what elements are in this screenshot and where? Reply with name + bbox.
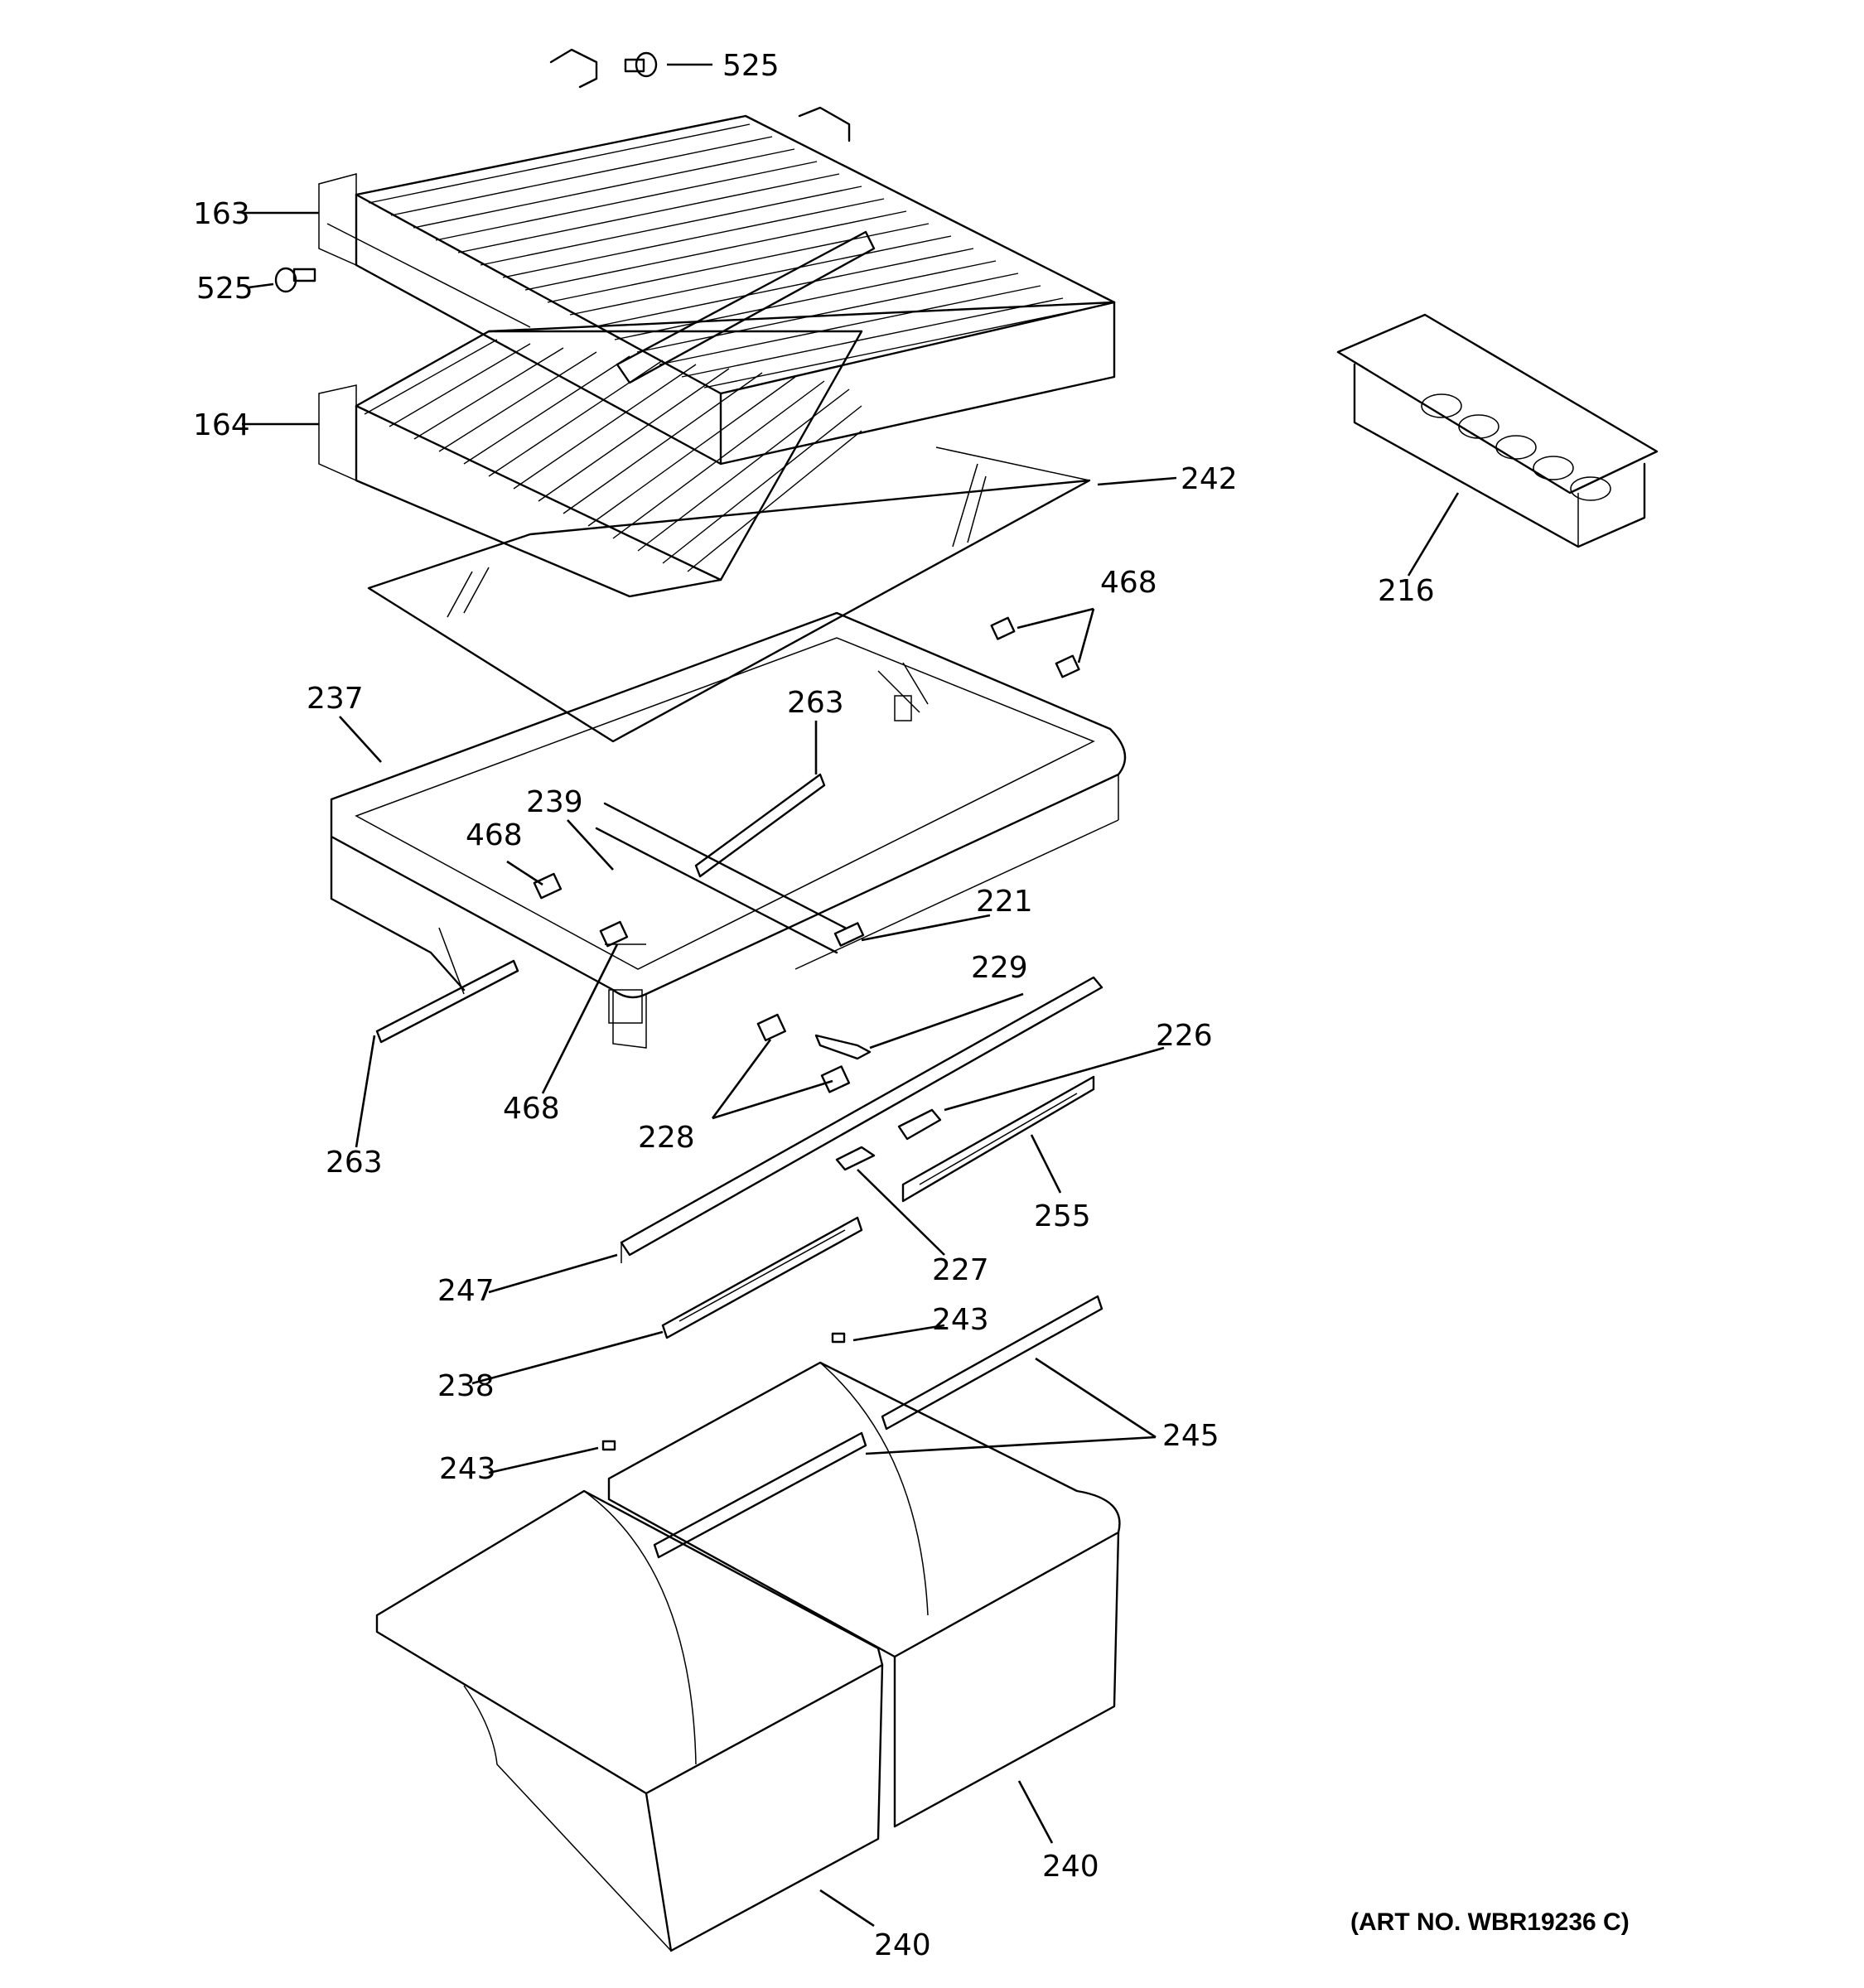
callout-468-top: 468 — [1100, 566, 1157, 600]
pad-part-243-a — [831, 1332, 846, 1344]
callout-243-lower: 243 — [439, 1452, 496, 1486]
clip-part-468-low — [599, 920, 629, 948]
callout-216: 216 — [1378, 574, 1435, 608]
bracket-part-228-b — [820, 1065, 851, 1093]
callout-238: 238 — [437, 1369, 495, 1403]
callout-228: 228 — [638, 1121, 695, 1155]
handle-part-226 — [897, 1108, 942, 1141]
callout-237: 237 — [307, 682, 364, 716]
screw-part-525-top — [624, 51, 658, 78]
callout-242: 242 — [1181, 462, 1238, 496]
slide-rail-part-lower — [375, 959, 519, 1044]
callout-226: 226 — [1156, 1019, 1213, 1053]
callout-221: 221 — [976, 885, 1033, 919]
leader-lines — [242, 63, 1460, 1928]
screw-part-525-left — [274, 267, 316, 293]
top-wire-shelf-part — [318, 48, 1116, 466]
callout-239: 239 — [526, 785, 583, 819]
callout-240-right: 240 — [1042, 1850, 1099, 1884]
crisper-drawer-part-right — [607, 1361, 1121, 1828]
callout-255: 255 — [1034, 1199, 1091, 1233]
humidity-slide-part-255 — [901, 1075, 1095, 1203]
lever-part-229 — [814, 1034, 872, 1060]
callout-164: 164 — [193, 408, 250, 442]
callout-468-low: 468 — [503, 1092, 560, 1126]
callout-468-mid: 468 — [466, 818, 523, 852]
callout-525-top: 525 — [722, 49, 780, 83]
lower-shelf-wires — [364, 339, 862, 572]
storage-bin-part-216 — [1336, 313, 1659, 548]
rod-part-247 — [620, 976, 1103, 1263]
crisper-cover-frame-part — [330, 611, 1127, 1049]
callout-263-lower: 263 — [326, 1146, 383, 1180]
clip-part-468-mid — [533, 872, 563, 900]
humidity-slide-part-238 — [661, 1216, 863, 1339]
callout-229: 229 — [971, 951, 1028, 985]
callout-163: 163 — [193, 197, 250, 231]
rail-part-245-lower — [653, 1431, 867, 1559]
bar-part-221 — [833, 922, 865, 947]
callout-247: 247 — [437, 1274, 495, 1308]
clip-part-468-top2 — [1055, 654, 1080, 678]
callout-263-upper: 263 — [787, 686, 844, 720]
art-number: (ART NO. WBR19236 C) — [1350, 1908, 1630, 1936]
rail-part-245-upper — [881, 1295, 1103, 1431]
callout-245: 245 — [1162, 1419, 1219, 1453]
glass-shelf-part — [367, 446, 1091, 743]
callout-525-left: 525 — [196, 272, 254, 306]
top-shelf-wires — [368, 123, 1086, 388]
slide-rail-part-upper — [694, 773, 826, 878]
handle-part-227 — [835, 1146, 876, 1171]
crisper-drawer-part-left — [375, 1489, 884, 1952]
pad-part-243-b — [601, 1440, 616, 1451]
callout-240-bottom: 240 — [874, 1928, 931, 1962]
lower-wire-shelf-part — [318, 301, 1116, 598]
clip-part-468-top1 — [990, 616, 1016, 640]
callout-243-upper: 243 — [932, 1303, 989, 1337]
callout-227: 227 — [932, 1253, 989, 1287]
bracket-part-228-a — [756, 1013, 786, 1042]
